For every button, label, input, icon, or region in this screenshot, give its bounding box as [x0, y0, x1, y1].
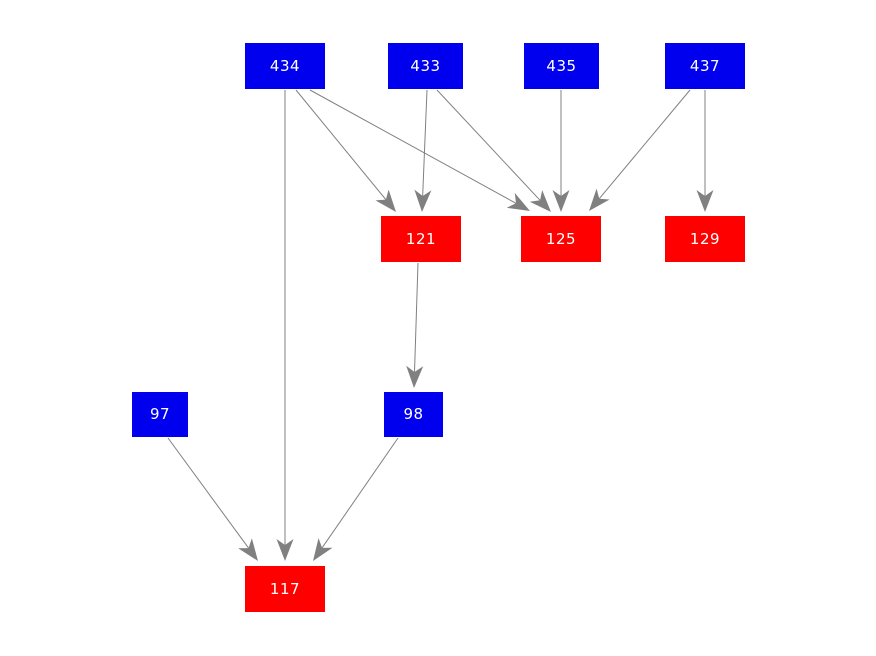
edge-line	[167, 437, 249, 549]
edge-arrowhead-icon	[506, 192, 530, 211]
edge-line	[598, 89, 691, 200]
graph-edge	[295, 89, 396, 212]
edge-line	[295, 89, 387, 200]
edge-arrowhead-icon	[313, 538, 333, 561]
graph-node-label: 125	[545, 229, 577, 248]
graph-edge	[309, 89, 530, 211]
graph-node-label: 97	[149, 405, 171, 423]
graph-node-label: 121	[405, 229, 437, 248]
graph-node-434[interactable]: 434	[245, 43, 325, 89]
edge-arrowhead-icon	[375, 189, 396, 212]
graph-node-label: 434	[269, 56, 301, 75]
edge-arrowhead-icon	[529, 190, 551, 212]
graph-node-label: 433	[410, 56, 441, 75]
graph-node-98[interactable]: 98	[384, 392, 443, 437]
edge-arrowhead-icon	[589, 188, 610, 211]
graph-node-125[interactable]: 125	[521, 216, 601, 262]
edge-line	[309, 89, 517, 204]
graph-edge	[167, 437, 258, 561]
edge-line	[422, 89, 428, 197]
edge-line	[414, 262, 419, 373]
edge-arrowhead-icon	[276, 539, 294, 561]
graph-node-121[interactable]: 121	[381, 216, 461, 262]
graph-edge	[552, 90, 570, 212]
graph-node-97[interactable]: 97	[132, 392, 188, 437]
graph-edge	[406, 262, 424, 388]
edge-arrowhead-icon	[238, 538, 258, 561]
graph-edge	[414, 89, 432, 212]
graph-node-label: 98	[403, 405, 424, 423]
graph-node-117[interactable]: 117	[245, 566, 325, 612]
edge-arrowhead-icon	[414, 189, 432, 212]
graph-node-label: 129	[689, 229, 721, 248]
edge-arrowhead-icon	[406, 365, 424, 388]
graph-edge	[313, 437, 399, 561]
graph-edge	[436, 89, 551, 212]
graph-node-label: 437	[689, 56, 721, 75]
graph-node-435[interactable]: 435	[524, 43, 599, 89]
graph-node-433[interactable]: 433	[388, 43, 463, 89]
graph-node-label: 435	[546, 56, 577, 75]
graph-node-129[interactable]: 129	[665, 216, 745, 262]
edge-line	[436, 89, 541, 201]
graph-node-437[interactable]: 437	[665, 43, 745, 89]
edge-line	[321, 437, 399, 549]
graph-node-label: 117	[269, 579, 301, 598]
graph-edge	[696, 90, 714, 212]
edge-arrowhead-icon	[696, 190, 714, 212]
edge-arrowhead-icon	[552, 190, 570, 212]
graph-edge	[276, 90, 294, 561]
graph-edge	[589, 89, 691, 211]
